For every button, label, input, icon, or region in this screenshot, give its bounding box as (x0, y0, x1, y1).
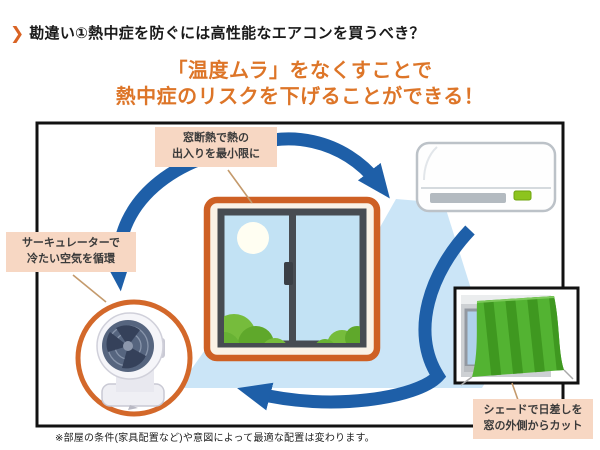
label-circulator-line1: サーキュレーターで (21, 237, 121, 249)
ac-indicator-light (513, 190, 532, 201)
label-connector-lines (72, 169, 519, 401)
page-header: ❯ 勘違い①熱中症を防ぐには高性能なエアコンを買うべき？ (10, 24, 425, 44)
label-window-insulation: 窓断熱で熱の 出入りを最小限に (155, 127, 277, 167)
left-pane-scene (224, 222, 286, 343)
ac-vent (430, 193, 506, 203)
circulator-fan-illustration (75, 299, 193, 417)
main-title-line2: 熱中症のリスクを下げることができる！ (115, 86, 485, 108)
arrow-ac-to-floor-left (237, 225, 475, 411)
label-circulator: サーキュレーターで 冷たい空気を循環 (6, 232, 136, 272)
label-shade-line1: シェードで日差しを (483, 404, 583, 416)
right-pane-scene (316, 326, 360, 343)
label-window-insulation-line2: 出入りを最小限に (172, 147, 260, 160)
footnote: ※部屋の条件(家具配置など)や意図によって最適な配置は変わります。 (55, 433, 375, 444)
label-shade-line2: 窓の外側からカット (483, 419, 583, 432)
label-shade: シェードで日差しを 窓の外側からカット (473, 399, 593, 439)
label-circulator-line2: 冷たい空気を循環 (27, 252, 115, 265)
window-with-sun-and-bushes-illustration (203, 196, 381, 362)
label-window-insulation-line1: 窓断熱で熱の (183, 132, 249, 144)
main-title: 「温度ムラ」をなくすことで 熱中症のリスクを下げることができる！ (0, 58, 600, 110)
green-striped-shade-illustration (453, 286, 580, 386)
orange-chevron-icon: ❯ (10, 24, 25, 43)
main-title-line1: 「温度ムラ」をなくすことで (167, 60, 433, 82)
wall-mounted-air-conditioner-illustration (415, 141, 557, 213)
header-question-text: 勘違い①熱中症を防ぐには高性能なエアコンを買うべき？ (29, 25, 425, 42)
